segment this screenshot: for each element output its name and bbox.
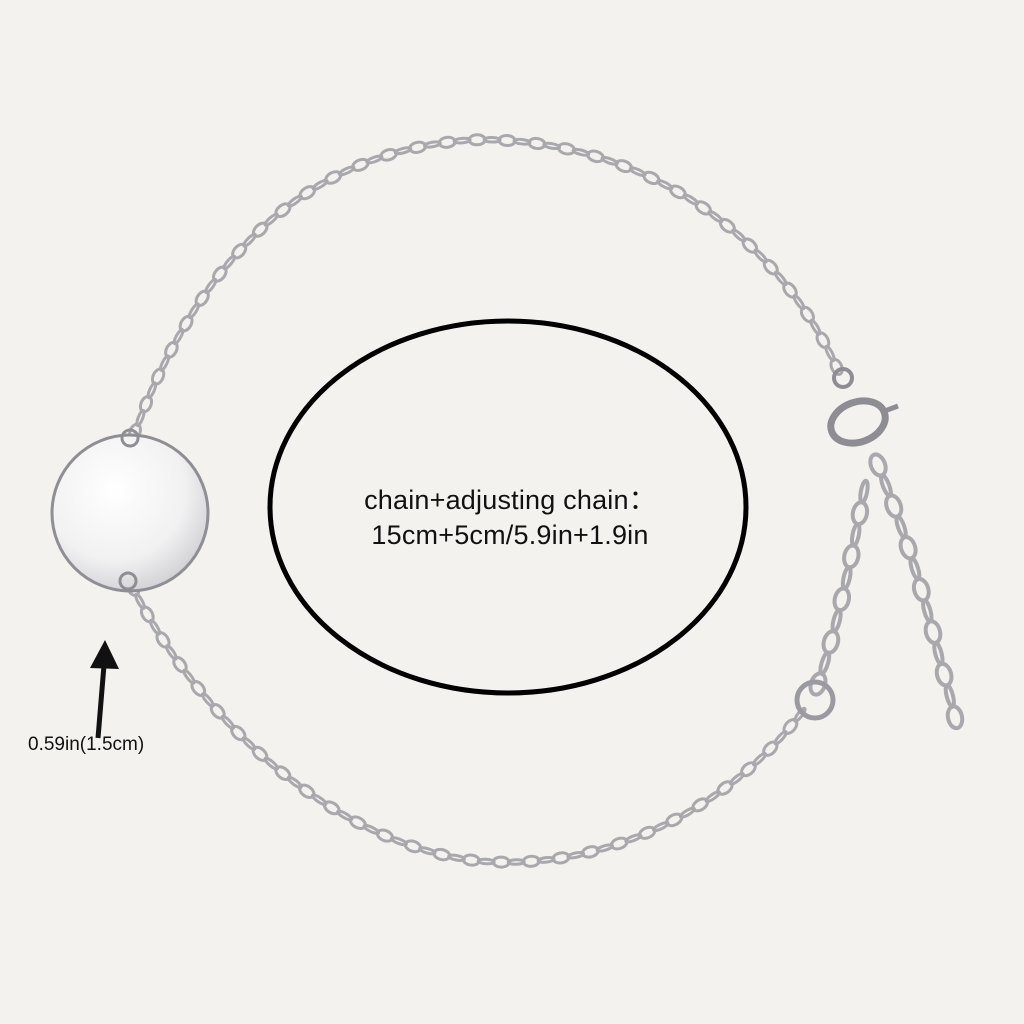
chain-link [832,586,852,613]
chain-link [821,629,841,655]
spec-outline-ellipse [267,318,749,696]
chain-link [793,706,807,723]
chain-link [921,598,934,624]
chain-link [830,608,843,634]
chain-link [911,576,931,603]
pendant-disc [50,433,210,593]
disc-connector-bottom [118,571,138,591]
chain-link [850,500,870,527]
chain-link [818,650,832,676]
chain-link [403,839,423,854]
pendant-size-label: 0.59in(1.5cm) [28,734,145,755]
disc-connector-top [120,428,140,448]
chain-link [868,452,888,478]
chain-link [934,661,954,688]
chain-link [842,543,861,570]
jump-ring [794,679,836,721]
chain-link [379,147,398,162]
spec-chain-length-value: 15cm+5cm/5.9in+1.9in [371,520,649,550]
chain-link [908,556,922,582]
chain-link [884,493,904,519]
chain-link [894,514,908,540]
chain-link [840,565,853,591]
spec-chain-length-label: chain+adjusting chain： [364,485,656,515]
lobster-clasp [827,367,899,447]
chain-link [586,149,605,164]
chain-link [943,683,956,709]
arrow-up-icon [90,640,119,739]
chain-link [932,640,945,667]
bracelet-chain [125,133,965,869]
chain-link [898,535,918,561]
chain-link [879,473,893,498]
chain-link [923,619,943,645]
chain-link [945,704,965,731]
chain-link [829,357,844,376]
chain-link [849,521,862,548]
chain-link [858,478,870,505]
